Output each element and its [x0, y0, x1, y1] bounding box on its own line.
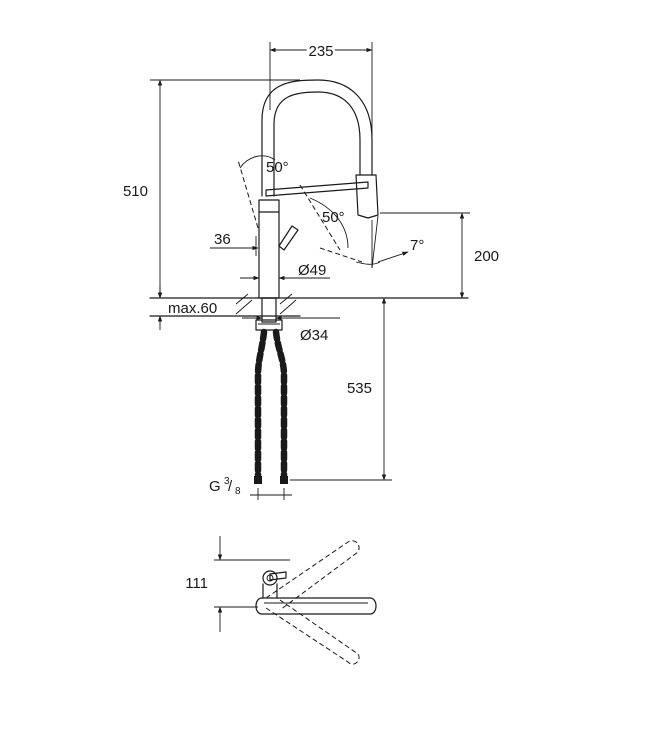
holder-arm [265, 181, 369, 197]
thread-prefix-label: G [209, 478, 221, 495]
lever-rotation-line [237, 159, 259, 229]
spout-top-view [255, 597, 377, 615]
hose-fitting-left [254, 476, 262, 484]
dimensions: 235 510 50° 50° 36 Ø49 200 7° max.6 [123, 41, 502, 498]
faucet-body [258, 199, 280, 299]
outlet-height-label: 200 [474, 248, 499, 265]
body-top-circle [262, 570, 278, 586]
supply-hose-right [272, 328, 288, 484]
lever-offset-label: 36 [214, 231, 231, 248]
hose-fitting-right [280, 476, 288, 484]
holder-alt-position [299, 184, 341, 251]
spout-rotated-upper [265, 540, 360, 611]
spout-inner-arc [273, 91, 361, 197]
top-offset-label: 111 [185, 575, 208, 592]
spray-angle-top-label: 50° [266, 159, 289, 176]
outlet-tilt-label: 7° [410, 237, 424, 254]
top-view: 111 [185, 536, 377, 665]
spray-alt-position [319, 247, 363, 263]
hose-length-label: 535 [347, 380, 372, 397]
mounting-shank [261, 297, 277, 323]
thread-denominator-label: 8 [235, 486, 241, 497]
thread-slash: / [228, 478, 233, 495]
mount-diameter-label: Ø34 [300, 327, 328, 344]
lever-top-view [269, 571, 287, 581]
lever-handle [278, 225, 299, 251]
spray-head [355, 174, 379, 219]
side-view [149, 79, 469, 500]
deck-thickness-label: max.60 [168, 300, 217, 317]
body-diameter-label: Ø49 [298, 262, 326, 279]
thread-numerator-label: 3 [224, 476, 230, 487]
deck-hatch [235, 293, 297, 315]
spray-angle-side-label: 50° [322, 209, 345, 226]
supply-hose-left [254, 328, 268, 484]
mounting-nut [255, 319, 283, 331]
spout-outer-arc [261, 79, 373, 197]
spout-rotated-lower [265, 599, 360, 665]
reach-label: 235 [308, 43, 333, 60]
height-label: 510 [123, 183, 148, 200]
